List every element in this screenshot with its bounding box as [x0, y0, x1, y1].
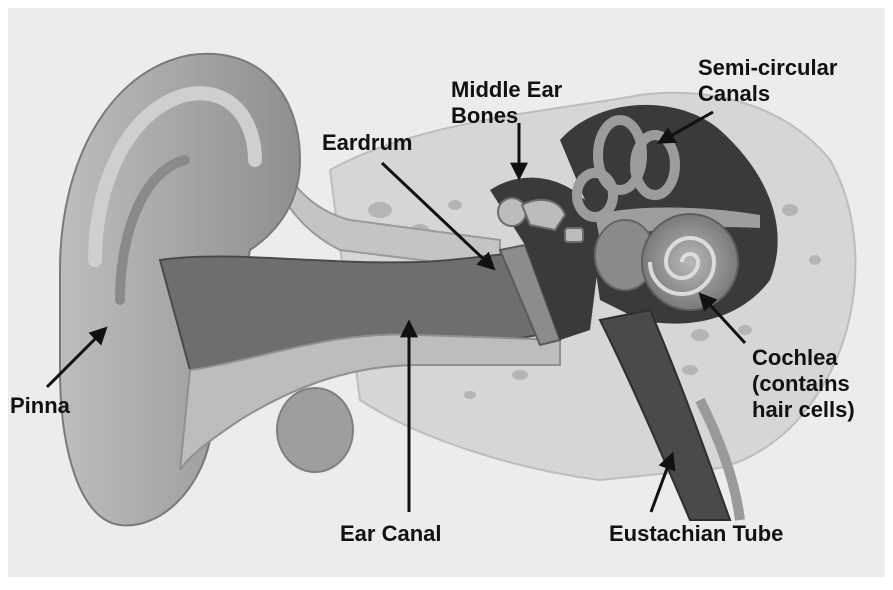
label-cochlea: Cochlea (contains hair cells) — [752, 345, 855, 423]
label-pinna: Pinna — [10, 393, 70, 419]
cochlea-shape — [642, 214, 738, 310]
label-cochlea-line2: (contains — [752, 371, 855, 397]
label-ear-canal: Ear Canal — [340, 521, 442, 547]
label-cochlea-line1: Cochlea — [752, 345, 855, 371]
label-semicircular-line2: Canals — [698, 81, 837, 107]
label-eardrum: Eardrum — [322, 130, 412, 156]
label-semicircular-canals: Semi-circular Canals — [698, 55, 837, 107]
label-middle-ear-bones-line2: Bones — [451, 103, 562, 129]
label-middle-ear-bones-line1: Middle Ear — [451, 77, 562, 103]
label-eustachian-tube: Eustachian Tube — [609, 521, 783, 547]
label-cochlea-line3: hair cells) — [752, 397, 855, 423]
label-semicircular-line1: Semi-circular — [698, 55, 837, 81]
cartilage — [277, 388, 353, 472]
label-middle-ear-bones: Middle Ear Bones — [451, 77, 562, 129]
